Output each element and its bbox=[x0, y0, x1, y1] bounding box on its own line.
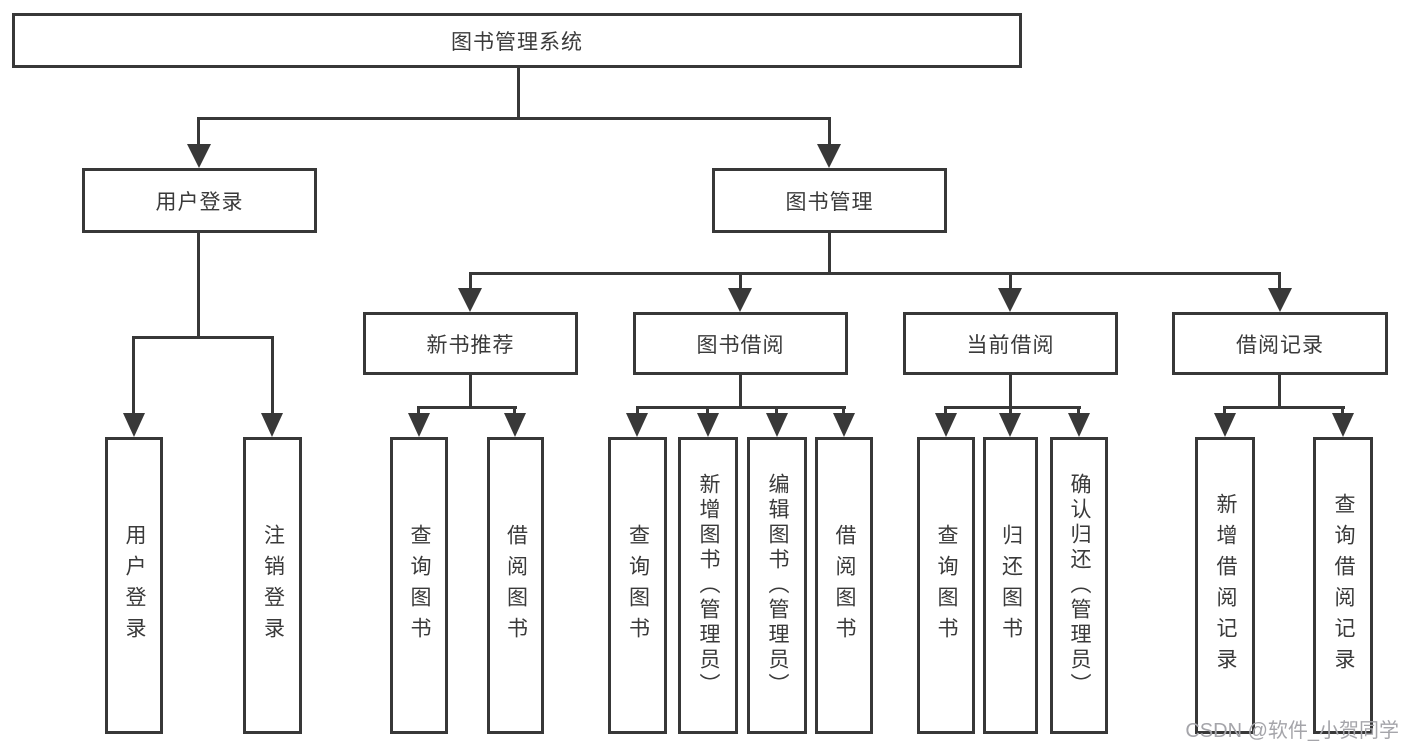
csdn-watermark: CSDN @软件_小贺同学 bbox=[1185, 720, 1399, 742]
arrowhead-icon bbox=[833, 413, 855, 437]
connector-line bbox=[1223, 406, 1226, 416]
node-borrow-borrow-books: 借阅图书 bbox=[815, 437, 873, 734]
leaf-label: 借阅图书 bbox=[504, 523, 528, 648]
node-recommend-borrow-books: 借阅图书 bbox=[487, 437, 544, 734]
node-logout: 注销登录 bbox=[243, 437, 302, 734]
connector-line bbox=[197, 233, 200, 339]
connector-line bbox=[469, 272, 1281, 275]
leaf-label: 新增图书（管理员） bbox=[697, 473, 721, 698]
arrowhead-icon bbox=[261, 413, 283, 437]
arrowhead-icon bbox=[1068, 413, 1090, 437]
leaf-label: 新增借阅记录 bbox=[1214, 492, 1238, 679]
arrowhead-icon bbox=[504, 413, 526, 437]
connector-line bbox=[513, 406, 516, 416]
connector-line bbox=[517, 68, 520, 120]
node-query-borrow-record: 查询借阅记录 bbox=[1313, 437, 1373, 734]
connector-line bbox=[469, 375, 472, 408]
arrowhead-icon bbox=[123, 413, 145, 437]
leaf-label: 确认归还（管理员） bbox=[1068, 473, 1092, 698]
connector-line bbox=[132, 336, 274, 339]
connector-line bbox=[944, 406, 947, 416]
connector-line bbox=[1009, 406, 1012, 416]
arrowhead-icon bbox=[187, 144, 211, 168]
leaf-label: 查询图书 bbox=[626, 523, 650, 648]
node-edit-book-admin: 编辑图书（管理员） bbox=[747, 437, 807, 734]
node-current-borrowing: 当前借阅 bbox=[903, 312, 1118, 375]
connector-line bbox=[1278, 375, 1281, 408]
connector-line bbox=[197, 117, 831, 120]
node-add-book-admin: 新增图书（管理员） bbox=[678, 437, 738, 734]
leaf-label: 归还图书 bbox=[999, 523, 1023, 648]
connector-line bbox=[1077, 406, 1080, 416]
node-confirm-return-admin: 确认归还（管理员） bbox=[1050, 437, 1108, 734]
node-new-book-recommend: 新书推荐 bbox=[363, 312, 578, 375]
arrowhead-icon bbox=[817, 144, 841, 168]
connector-line bbox=[739, 272, 742, 290]
arrowhead-icon bbox=[408, 413, 430, 437]
connector-line bbox=[706, 406, 709, 416]
node-borrow-query-books: 查询图书 bbox=[608, 437, 667, 734]
connector-line bbox=[1009, 375, 1012, 408]
arrowhead-icon bbox=[766, 413, 788, 437]
connector-line bbox=[944, 406, 1081, 409]
connector-line bbox=[1223, 406, 1345, 409]
node-return-books: 归还图书 bbox=[983, 437, 1038, 734]
node-book-borrowing: 图书借阅 bbox=[633, 312, 848, 375]
connector-line bbox=[636, 406, 639, 416]
connector-line bbox=[197, 117, 200, 147]
node-library-system: 图书管理系统 bbox=[12, 13, 1022, 68]
arrowhead-icon bbox=[1268, 288, 1292, 312]
arrowhead-icon bbox=[1214, 413, 1236, 437]
arrowhead-icon bbox=[728, 288, 752, 312]
connector-line bbox=[739, 375, 742, 408]
connector-line bbox=[469, 272, 472, 290]
connector-line bbox=[775, 406, 778, 416]
connector-line bbox=[1009, 272, 1012, 290]
connector-line bbox=[1341, 406, 1344, 416]
connector-line bbox=[1278, 272, 1281, 290]
node-borrowing-records: 借阅记录 bbox=[1172, 312, 1388, 375]
node-user-login-branch: 用户登录 bbox=[82, 168, 317, 233]
node-book-management: 图书管理 bbox=[712, 168, 947, 233]
arrowhead-icon bbox=[935, 413, 957, 437]
connector-line bbox=[842, 406, 845, 416]
connector-line bbox=[132, 336, 135, 414]
arrowhead-icon bbox=[458, 288, 482, 312]
connector-line bbox=[636, 406, 846, 409]
node-user-login-leaf: 用户登录 bbox=[105, 437, 163, 734]
connector-line bbox=[828, 117, 831, 147]
connector-line bbox=[828, 233, 831, 275]
connector-line bbox=[417, 406, 517, 409]
arrowhead-icon bbox=[1332, 413, 1354, 437]
arrowhead-icon bbox=[697, 413, 719, 437]
leaf-label: 编辑图书（管理员） bbox=[766, 473, 790, 698]
leaf-label: 查询借阅记录 bbox=[1332, 492, 1356, 679]
connector-line bbox=[417, 406, 420, 416]
arrowhead-icon bbox=[626, 413, 648, 437]
node-current-query-books: 查询图书 bbox=[917, 437, 975, 734]
arrowhead-icon bbox=[999, 413, 1021, 437]
node-add-borrow-record: 新增借阅记录 bbox=[1195, 437, 1255, 734]
leaf-label: 用户登录 bbox=[123, 523, 147, 648]
leaf-label: 注销登录 bbox=[261, 523, 285, 648]
arrowhead-icon bbox=[998, 288, 1022, 312]
leaf-label: 查询图书 bbox=[935, 523, 959, 648]
leaf-label: 借阅图书 bbox=[833, 523, 857, 648]
connector-line bbox=[271, 336, 274, 414]
node-recommend-query-books: 查询图书 bbox=[390, 437, 448, 734]
leaf-label: 查询图书 bbox=[408, 523, 432, 648]
